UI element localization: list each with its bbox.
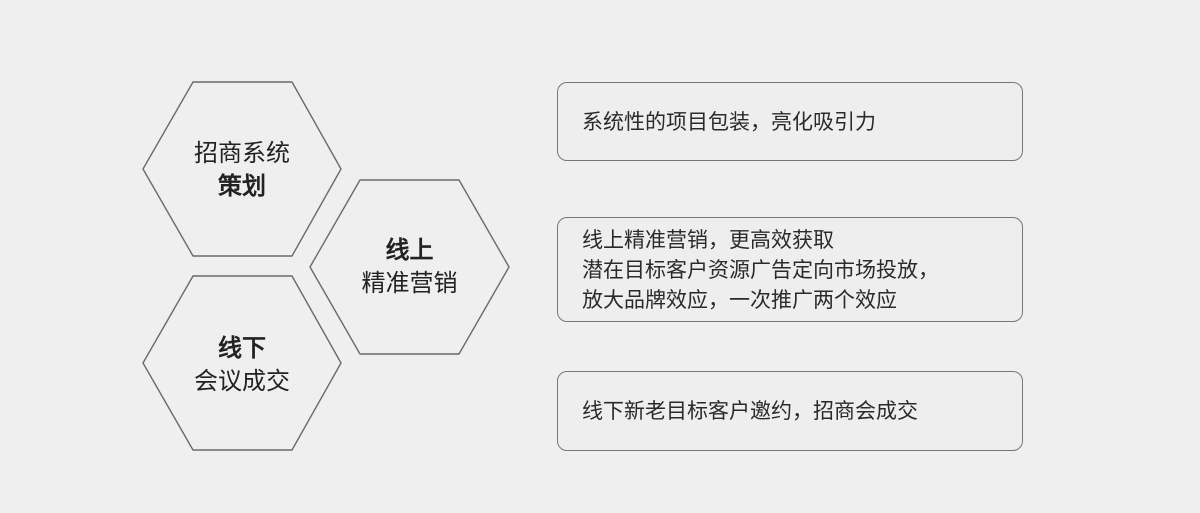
hexagon-strategy (142, 81, 342, 257)
hexagon-offline (142, 275, 342, 451)
hexagon-online-line2: 精准营销 (361, 269, 458, 297)
description-box-strategy: 系统性的项目包装，亮化吸引力 (557, 82, 1023, 161)
description-text: 线上精准营销，更高效获取 (582, 227, 834, 252)
hexagon-online (309, 179, 510, 355)
hexagon-online-line1: 线上 (385, 236, 434, 264)
hexagon-strategy-line1: 招商系统 (194, 139, 290, 167)
description-text: 线下新老目标客户邀约，招商会成交 (582, 399, 918, 423)
hexagon-offline-label: 线下 会议成交 (143, 332, 341, 398)
description-text: 放大品牌效应，一次推广两个效应 (582, 287, 897, 312)
description-text: 系统性的项目包装，亮化吸引力 (582, 109, 876, 134)
hexagon-offline-line1: 线下 (218, 334, 266, 362)
hexagon-offline-line2: 会议成交 (194, 367, 290, 395)
description-box-online: 线上精准营销，更高效获取 潜在目标客户资源广告定向市场投放， 放大品牌效应，一次… (557, 217, 1023, 322)
hexagon-online-label: 线上 精准营销 (310, 234, 509, 300)
description-box-offline: 线下新老目标客户邀约，招商会成交 (557, 371, 1023, 451)
description-text: 潜在目标客户资源广告定向市场投放， (582, 257, 939, 282)
hexagon-strategy-line2: 策划 (218, 172, 266, 200)
hexagon-strategy-label: 招商系统 策划 (143, 137, 341, 203)
